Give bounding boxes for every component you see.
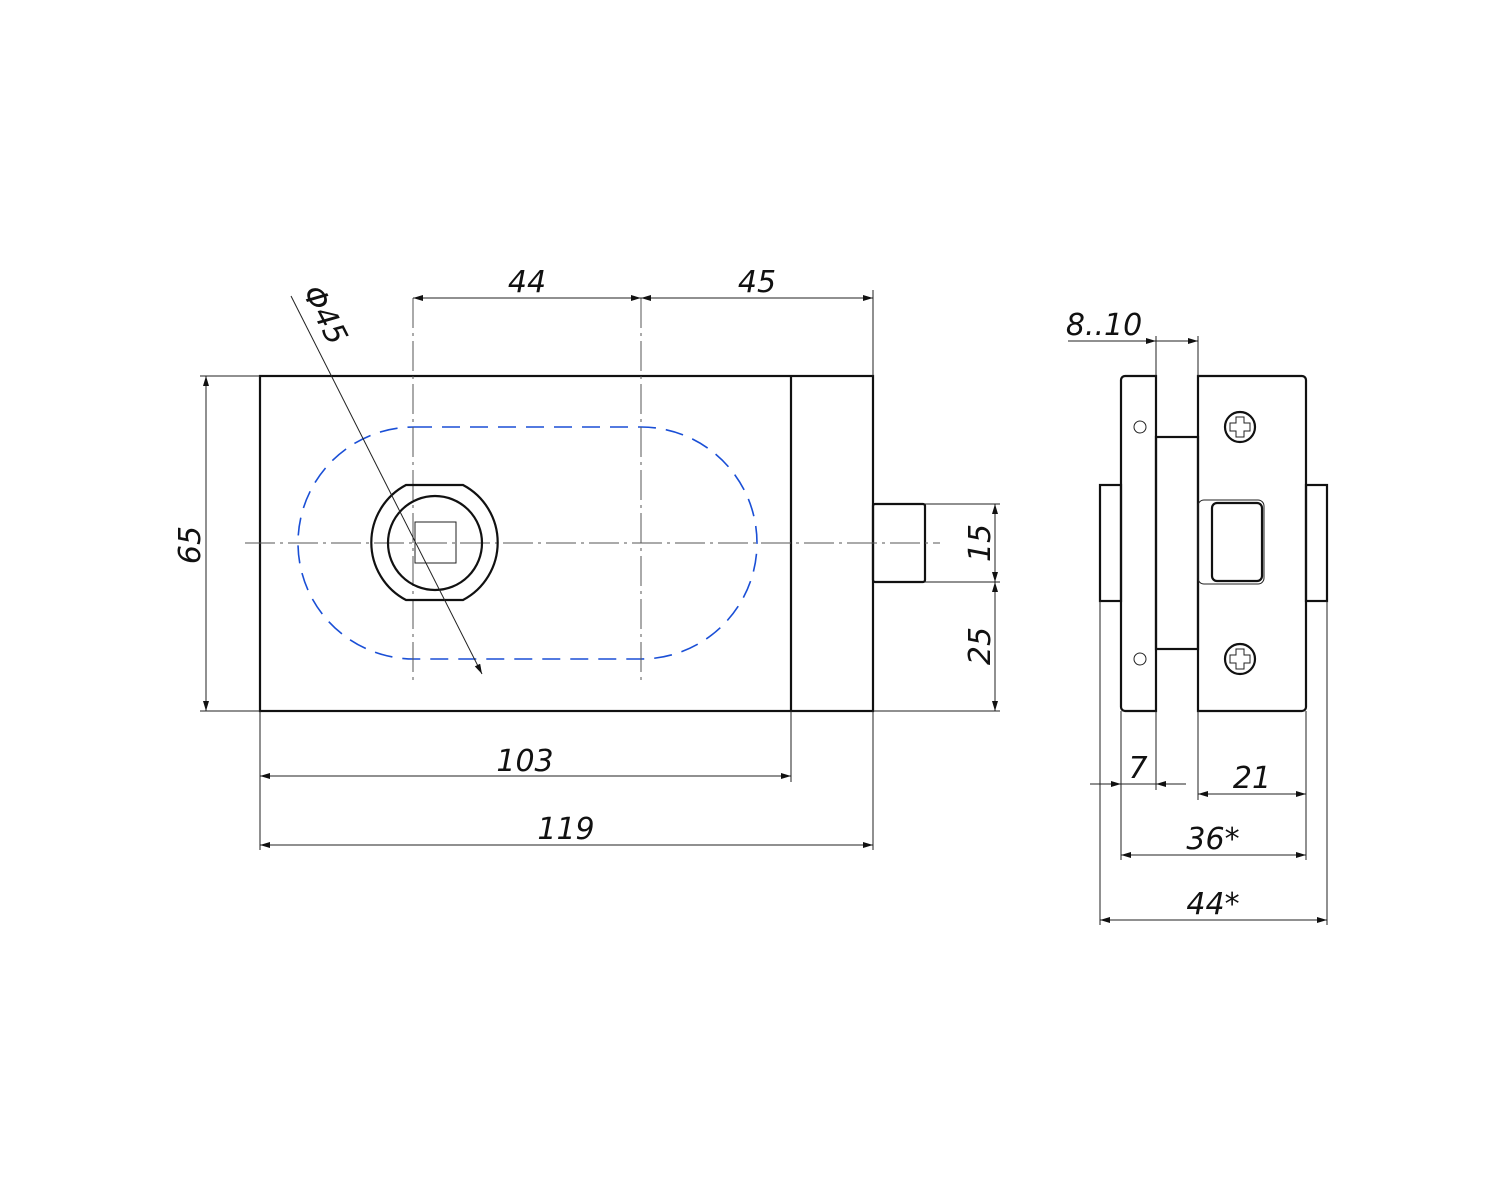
dim-gap: 8..10 xyxy=(1066,308,1142,343)
dim-21: 21 xyxy=(1233,761,1271,796)
latch-outer xyxy=(1197,499,1265,585)
screw-icon xyxy=(1223,410,1257,444)
latch xyxy=(1210,501,1264,583)
dim-7: 7 xyxy=(1128,751,1147,786)
dim-119: 119 xyxy=(537,812,594,847)
dim-44: 44 xyxy=(508,265,546,300)
dim-103: 103 xyxy=(496,744,553,779)
dim-15: 15 xyxy=(963,524,998,562)
hole-icon xyxy=(1133,652,1147,666)
lock-faceplate xyxy=(1196,374,1308,713)
door-gap xyxy=(1154,435,1200,651)
diameter-label: Φ45 xyxy=(295,280,354,351)
dim-65: 65 xyxy=(173,526,208,564)
dim-45: 45 xyxy=(738,265,776,300)
right-tab xyxy=(1304,483,1329,603)
dim-25: 25 xyxy=(963,627,998,665)
dim-44-total: 44* xyxy=(1186,887,1239,922)
diameter-leader xyxy=(290,295,483,675)
screw-icon xyxy=(1223,642,1257,676)
side-view: 8..10 7 21 36* 44* xyxy=(1066,308,1329,925)
strike-plate xyxy=(1119,374,1158,713)
front-view: Φ45 44 45 65 15 25 103 119 xyxy=(173,265,1000,850)
left-tab xyxy=(1098,483,1123,603)
hole-icon xyxy=(1133,420,1147,434)
dim-36: 36* xyxy=(1186,822,1239,857)
